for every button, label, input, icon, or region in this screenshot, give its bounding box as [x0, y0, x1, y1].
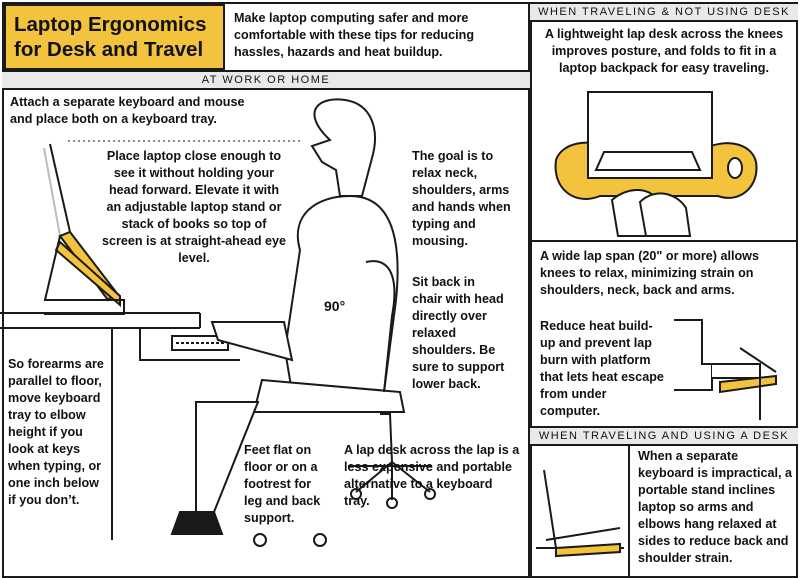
left-panel-frame: [2, 2, 530, 578]
sit-tip: Sit back in chair with head directly ove…: [412, 275, 505, 391]
right-panel-frame: [530, 2, 798, 578]
divider-stand: [628, 446, 630, 578]
poster-title: Laptop Ergonomics for Desk and Travel: [4, 4, 225, 70]
seated-person-illustration: [170, 98, 406, 535]
span-tip: A wide lap span (20" or more) allows kne…: [540, 249, 759, 297]
lap-platform-illustration: [674, 319, 777, 420]
laptop-stand-illustration: [43, 143, 125, 315]
stand-tip: When a separate keyboard is impractical,…: [638, 449, 792, 565]
heat-tip: Reduce heat build-up and prevent lap bur…: [540, 319, 664, 418]
lightweight-tip: A lightweight lap desk across the knees …: [544, 27, 784, 75]
laptop-on-stand-illustration: [536, 469, 624, 558]
laptop-tip: Place laptop close enough to see it with…: [101, 149, 287, 265]
feet-tip: Feet flat on floor or on a footrest for …: [244, 443, 321, 525]
section-header-work: AT WORK OR HOME: [2, 70, 530, 90]
section-header-travel-desk: WHEN TRAVELING AND USING A DESK: [530, 426, 798, 446]
section-header-travel-no-desk: WHEN TRAVELING & NOT USING DESK: [530, 4, 798, 22]
forearm-tip: So forearms are parallel to floor, move …: [8, 357, 104, 507]
desk-illustration: [0, 312, 240, 540]
lap-desk-illustration: [554, 91, 758, 237]
keyboard-tip: Attach a separate keyboard and mouse and…: [10, 95, 245, 126]
title-line-1: Laptop Ergonomics: [14, 13, 207, 36]
divider-lapdesk: [530, 240, 798, 242]
goal-tip: The goal is to relax neck, shoulders, ar…: [412, 149, 511, 248]
chair-illustration: [253, 260, 436, 547]
lapdesk-tip: A lap desk across the lap is a less expe…: [344, 443, 520, 508]
angle-label: 90°: [324, 298, 346, 314]
title-line-2: for Desk and Travel: [14, 38, 204, 61]
intro-text: Make laptop computing safer and more com…: [234, 11, 475, 59]
